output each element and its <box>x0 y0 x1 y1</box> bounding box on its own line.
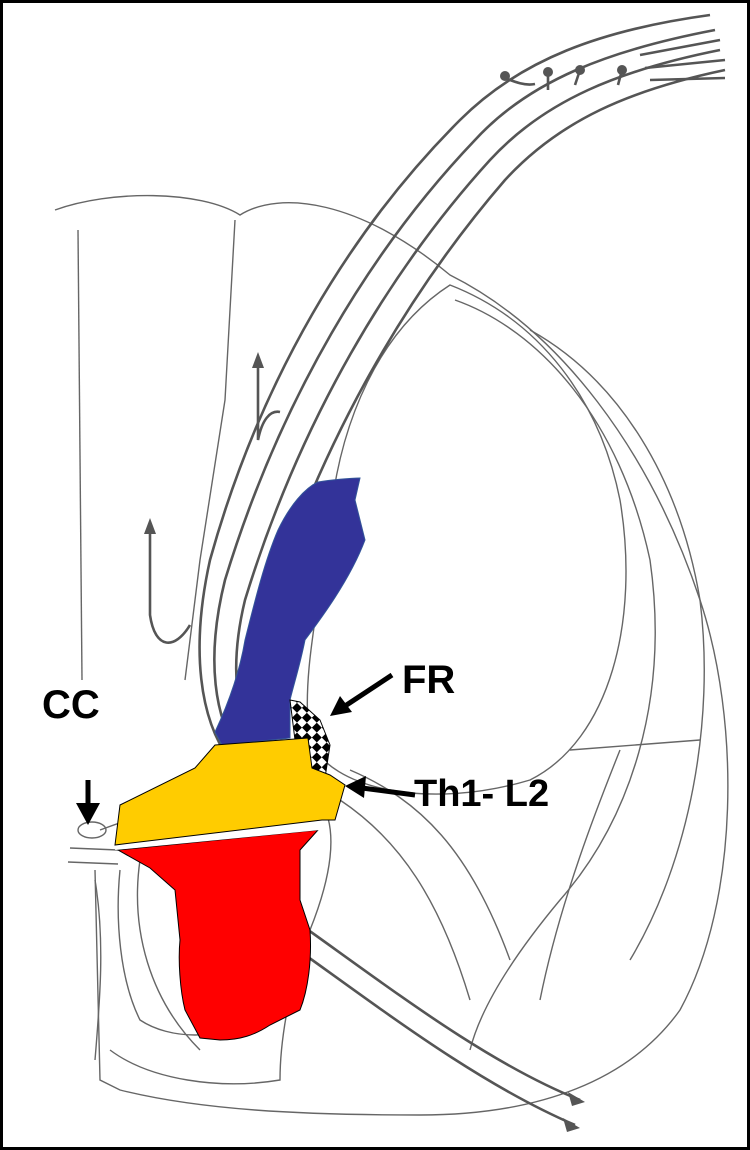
cord-outline-outer <box>55 196 728 1115</box>
ascending-collateral-2 <box>150 528 190 643</box>
commissure-line-2 <box>68 862 118 864</box>
ventral-line-1 <box>340 800 470 1000</box>
fiber-extension-3 <box>650 78 725 80</box>
ventral-root-fiber-1 <box>280 910 580 1100</box>
fiber-bulb-1 <box>500 71 510 81</box>
ascending-arrowhead-2 <box>144 518 156 534</box>
label-cc: CC <box>42 683 100 727</box>
dorsal-root-fiber-3 <box>236 50 720 750</box>
ventral-arrowhead-2 <box>563 1118 580 1132</box>
dorsal-column-line <box>185 220 235 680</box>
horizontal-lamina <box>570 740 700 750</box>
label-fr: FR <box>402 658 455 702</box>
commissure-line-1 <box>70 848 118 850</box>
th-arrow-icon <box>362 788 415 795</box>
ventral-arrowhead-1 <box>568 1092 585 1106</box>
ascending-arrowhead-1 <box>252 352 264 368</box>
fr-arrow-icon <box>345 675 392 706</box>
label-th1-l2: Th1- L2 <box>414 773 549 815</box>
red-region <box>118 830 318 1040</box>
lamina-outline-2 <box>530 330 704 960</box>
ventral-root-fiber-2 <box>270 930 575 1125</box>
dorsal-septum <box>78 230 82 680</box>
spinal-cord-section-diagram: CC FR Th1- L2 <box>3 3 747 1147</box>
